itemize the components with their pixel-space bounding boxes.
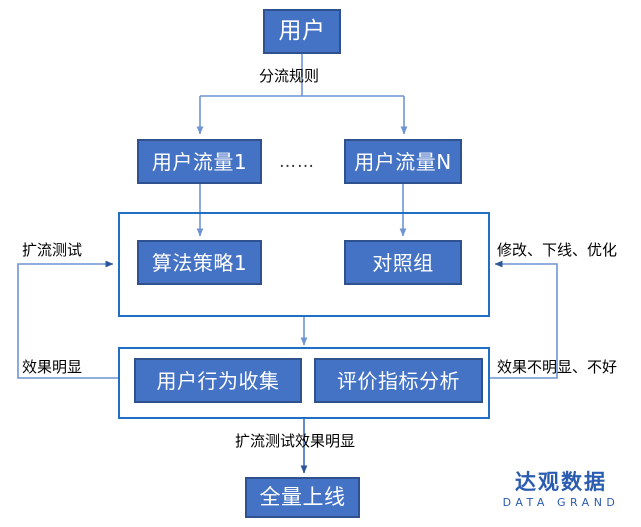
group-analysis-container bbox=[118, 347, 490, 419]
edge-user-to-split bbox=[196, 54, 408, 135]
node-full-launch[interactable]: 全量上线 bbox=[245, 477, 360, 518]
node-behavior-collection[interactable]: 用户行为收集 bbox=[134, 358, 302, 403]
brand-logo: 达观数据 DATA GRAND bbox=[493, 470, 629, 510]
node-traffic-1[interactable]: 用户流量1 bbox=[137, 139, 262, 184]
brand-logo-cn: 达观数据 bbox=[515, 470, 607, 494]
group-experiment-container bbox=[118, 212, 490, 317]
edge-label-expand-test: 扩流测试 bbox=[22, 241, 83, 259]
node-control-group[interactable]: 对照组 bbox=[344, 240, 462, 285]
edge-label-expand-test-effective: 扩流测试效果明显 bbox=[235, 432, 356, 450]
node-algorithm-strategy-1[interactable]: 算法策略1 bbox=[137, 240, 262, 285]
node-user[interactable]: 用户 bbox=[263, 9, 341, 54]
edge-label-modify-offline-optimize: 修改、下线、优化 bbox=[497, 241, 618, 259]
brand-logo-en: DATA GRAND bbox=[502, 496, 620, 510]
node-metrics-analysis[interactable]: 评价指标分析 bbox=[314, 358, 483, 403]
edge-label-effect-not-obvious: 效果不明显、不好 bbox=[497, 358, 618, 376]
node-traffic-n[interactable]: 用户流量N bbox=[344, 139, 462, 184]
traffic-ellipsis: …… bbox=[279, 152, 315, 172]
edge-label-effect-obvious: 效果明显 bbox=[22, 358, 83, 376]
edge-label-split-rule: 分流规则 bbox=[259, 67, 320, 85]
